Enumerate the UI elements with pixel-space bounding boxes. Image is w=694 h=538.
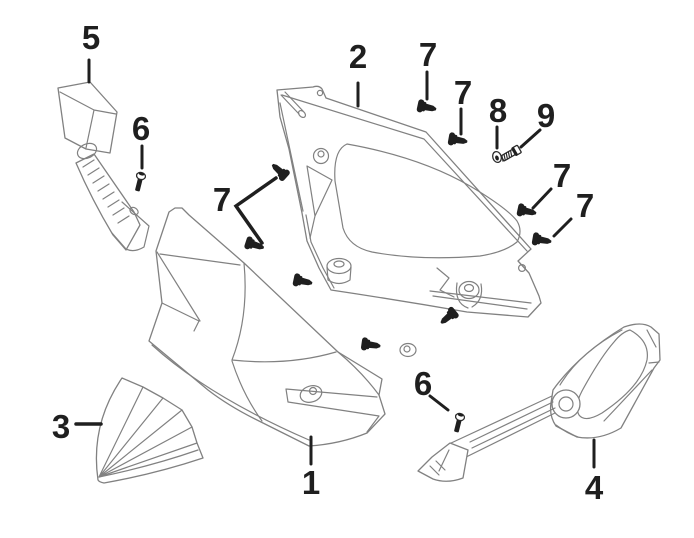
callout-part-6-left: 6 [132, 110, 150, 147]
leader-line [428, 394, 450, 412]
leader-line [519, 128, 542, 149]
leader-line [531, 187, 553, 210]
mirror-glass-opening [576, 329, 648, 420]
part-6-screw-right [454, 412, 466, 433]
leader-line [552, 217, 573, 238]
callout-part-3: 3 [52, 408, 70, 445]
callout-numbers: 5 6 2 7 7 8 9 7 7 7 3 1 6 4 [52, 19, 604, 506]
part-7-screw [447, 131, 469, 149]
callout-leader-lines [74, 58, 596, 469]
callout-part-6-right: 6 [414, 365, 432, 402]
part-1-front-cowl [148, 207, 386, 447]
callout-part-8: 8 [489, 92, 507, 129]
callout-part-5: 5 [82, 19, 100, 56]
callout-part-7-d: 7 [553, 157, 571, 194]
callout-part-2: 2 [349, 38, 367, 75]
part-7-screw [268, 159, 291, 183]
hinge-pin [280, 91, 304, 115]
headlight-aperture [334, 143, 521, 259]
part-7-screw [292, 272, 314, 290]
part-7-screw [531, 231, 553, 249]
part-3-windscreen [95, 377, 204, 484]
leader-line [233, 176, 278, 245]
part-2-headlight-panel [276, 85, 542, 358]
part-6-screw-left [135, 171, 147, 192]
callout-part-7-b: 7 [454, 74, 472, 111]
part-7-screw [360, 337, 382, 353]
callout-part-4: 4 [585, 469, 604, 506]
callout-part-1: 1 [302, 464, 320, 501]
callout-part-9: 9 [537, 97, 555, 134]
part-5-left-mirror [57, 81, 150, 252]
part-9-bolt [500, 144, 522, 162]
callout-part-7-e: 7 [576, 187, 594, 224]
part-7-screw [416, 98, 438, 116]
callout-part-7-c: 7 [213, 181, 231, 218]
callout-part-7-a: 7 [419, 36, 437, 73]
part-7-screw [243, 235, 266, 254]
part-4-right-mirror [417, 323, 661, 482]
